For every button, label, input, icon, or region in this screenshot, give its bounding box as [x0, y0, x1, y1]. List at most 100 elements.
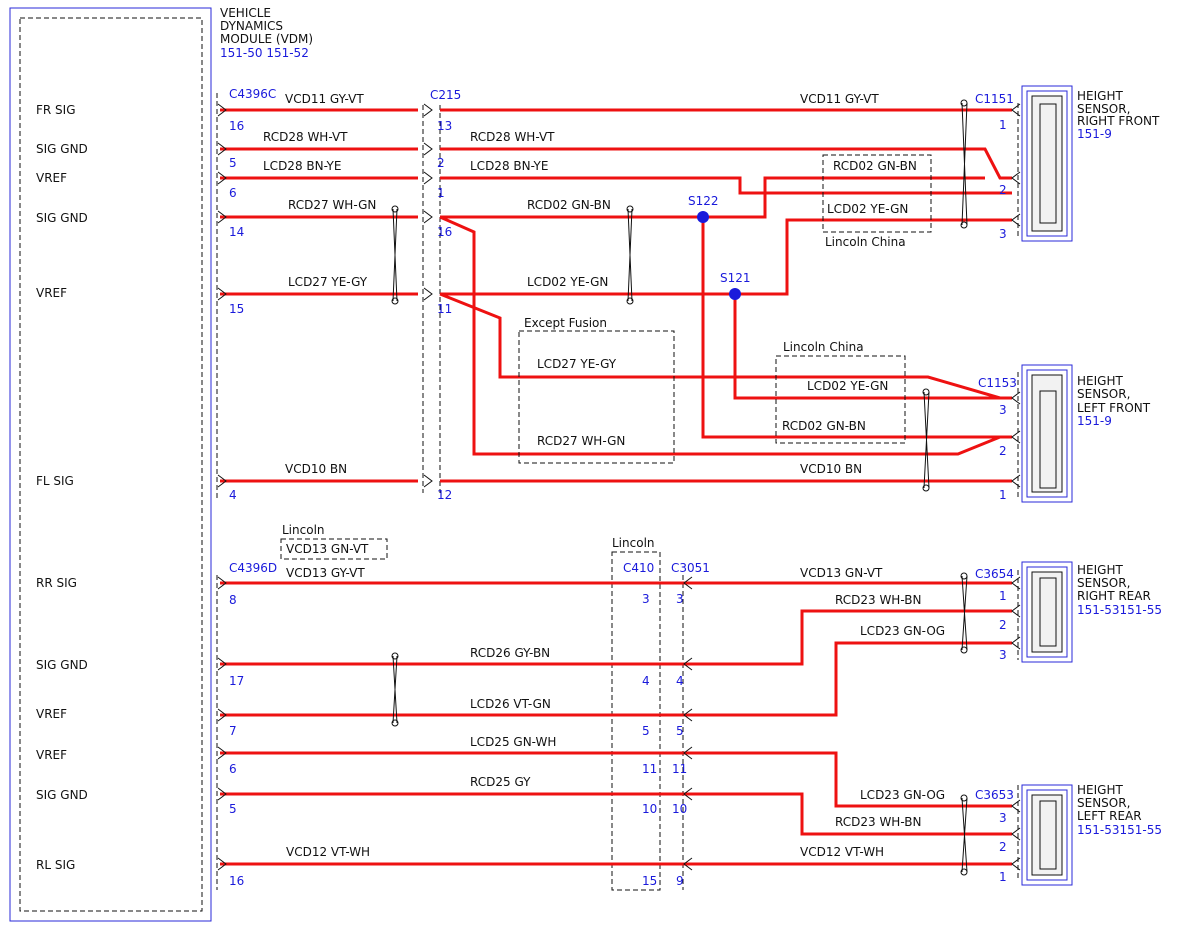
pin-number: 1 — [999, 589, 1007, 603]
pin-number: 10 — [672, 802, 687, 816]
sensor-rf — [1021, 85, 1073, 242]
wire-label: LCD02 YE-GN — [807, 379, 888, 393]
connector-label: C410 — [623, 561, 654, 575]
sensor-lr — [1021, 784, 1073, 886]
sensor-label: HEIGHT — [1077, 783, 1123, 797]
pin-number: 3 — [999, 648, 1007, 662]
wire-label: RCD27 WH-GN — [537, 434, 625, 448]
wire-label: VCD13 GY-VT — [286, 566, 365, 580]
pin-label: FR SIG — [36, 103, 76, 117]
wire-label: RCD27 WH-GN — [288, 198, 376, 212]
pin-number: 15 — [642, 874, 657, 888]
option-note: Lincoln — [612, 536, 655, 550]
pin-label: SIG GND — [36, 658, 88, 672]
sensor-labels: HEIGHT SENSOR, RIGHT FRONT 151-9 HEIGHT … — [1077, 89, 1162, 837]
wire-label: VCD12 VT-WH — [286, 845, 370, 859]
connector-label: C3654 — [975, 567, 1014, 581]
pin-number: 1 — [999, 870, 1007, 884]
pin-number: 5 — [229, 156, 237, 170]
pin-number: 3 — [999, 227, 1007, 241]
pin-number: 15 — [229, 302, 244, 316]
sensor-label: RIGHT FRONT — [1077, 114, 1160, 128]
module-title-2: DYNAMICS — [220, 19, 283, 33]
sensor-ref: 151-53151-55 — [1077, 603, 1162, 617]
pin-number: 13 — [437, 119, 452, 133]
wire-label: VCD11 GY-VT — [285, 92, 364, 106]
splice-s121 — [729, 288, 741, 300]
pin-number: 5 — [676, 724, 684, 738]
pin-number: 6 — [229, 762, 237, 776]
wire-label: VCD10 BN — [800, 462, 862, 476]
sensor-label: LEFT FRONT — [1077, 401, 1151, 415]
pin-number: 4 — [676, 674, 684, 688]
pin-number: 1 — [999, 118, 1007, 132]
pin-label: FL SIG — [36, 474, 74, 488]
pin-label: RR SIG — [36, 576, 77, 590]
wire-label: RCD02 GN-BN — [833, 159, 917, 173]
wire-label: RCD02 GN-BN — [782, 419, 866, 433]
wire-label: VCD13 GN-VT — [286, 542, 369, 556]
sensor-label: HEIGHT — [1077, 89, 1123, 103]
wire-labels: VCD11 GY-VT VCD11 GY-VT RCD28 WH-VT RCD2… — [263, 92, 945, 859]
sensor-rr — [1021, 561, 1073, 663]
pin-label: VREF — [36, 748, 67, 762]
wire-label: VCD11 GY-VT — [800, 92, 879, 106]
module-ref: 151-50 151-52 — [220, 46, 309, 60]
sensor-label: HEIGHT — [1077, 374, 1123, 388]
pin-number: 4 — [642, 674, 650, 688]
wire-label: LCD28 BN-YE — [470, 159, 548, 173]
sensor-label: SENSOR, — [1077, 102, 1130, 116]
connector-label: C1153 — [978, 376, 1017, 390]
pin-label: SIG GND — [36, 788, 88, 802]
connector-label: C215 — [430, 88, 461, 102]
splice-label: S122 — [688, 194, 719, 208]
pin-number: 2 — [999, 183, 1007, 197]
wire-label: RCD28 WH-VT — [263, 130, 348, 144]
sensor-label: SENSOR, — [1077, 387, 1130, 401]
pin-label: RL SIG — [36, 858, 75, 872]
sensor-ref: 151-9 — [1077, 414, 1112, 428]
vdm-module: VEHICLE DYNAMICS MODULE (VDM) 151-50 151… — [9, 6, 313, 922]
pin-label: VREF — [36, 286, 67, 300]
module-title-1: VEHICLE — [220, 6, 271, 20]
wire-label: RCD28 WH-VT — [470, 130, 555, 144]
connector-label: C1151 — [975, 92, 1014, 106]
pin-number: 4 — [229, 488, 237, 502]
pin-number: 3 — [642, 592, 650, 606]
wire-label: VCD10 BN — [285, 462, 347, 476]
wire-label: VCD13 GN-VT — [800, 566, 883, 580]
pin-number: 2 — [437, 156, 445, 170]
connector-outlines — [216, 93, 1019, 891]
option-note: Lincoln China — [783, 340, 864, 354]
sensor-ref: 151-53151-55 — [1077, 823, 1162, 837]
wire-label: LCD26 VT-GN — [470, 697, 551, 711]
pin-label: VREF — [36, 171, 67, 185]
sensor-label: LEFT REAR — [1077, 809, 1142, 823]
pin-number: 3 — [999, 811, 1007, 825]
pin-number: 5 — [642, 724, 650, 738]
connector-label: C4396C — [229, 87, 276, 101]
pin-number: 2 — [999, 444, 1007, 458]
wire-label: LCD23 GN-OG — [860, 788, 945, 802]
splice-label: S121 — [720, 271, 751, 285]
pin-number: 12 — [437, 488, 452, 502]
pin-number: 7 — [229, 724, 237, 738]
option-box-lincoln-china-2 — [775, 355, 906, 444]
pin-number: 16 — [229, 119, 244, 133]
wire-label: LCD02 YE-GN — [527, 275, 608, 289]
pin-number: 17 — [229, 674, 244, 688]
pin-number: 16 — [229, 874, 244, 888]
pin-label: SIG GND — [36, 211, 88, 225]
connector-label: C3653 — [975, 788, 1014, 802]
pin-label: SIG GND — [36, 142, 88, 156]
pin-number: 1 — [437, 186, 445, 200]
pin-number: 6 — [229, 186, 237, 200]
pin-number: 11 — [642, 762, 657, 776]
wire-label: LCD25 GN-WH — [470, 735, 556, 749]
wire-label: LCD02 YE-GN — [827, 202, 908, 216]
pin-number: 16 — [437, 225, 452, 239]
wire-label: LCD27 YE-GY — [537, 357, 617, 371]
pin-number: 11 — [672, 762, 687, 776]
pin-label: VREF — [36, 707, 67, 721]
